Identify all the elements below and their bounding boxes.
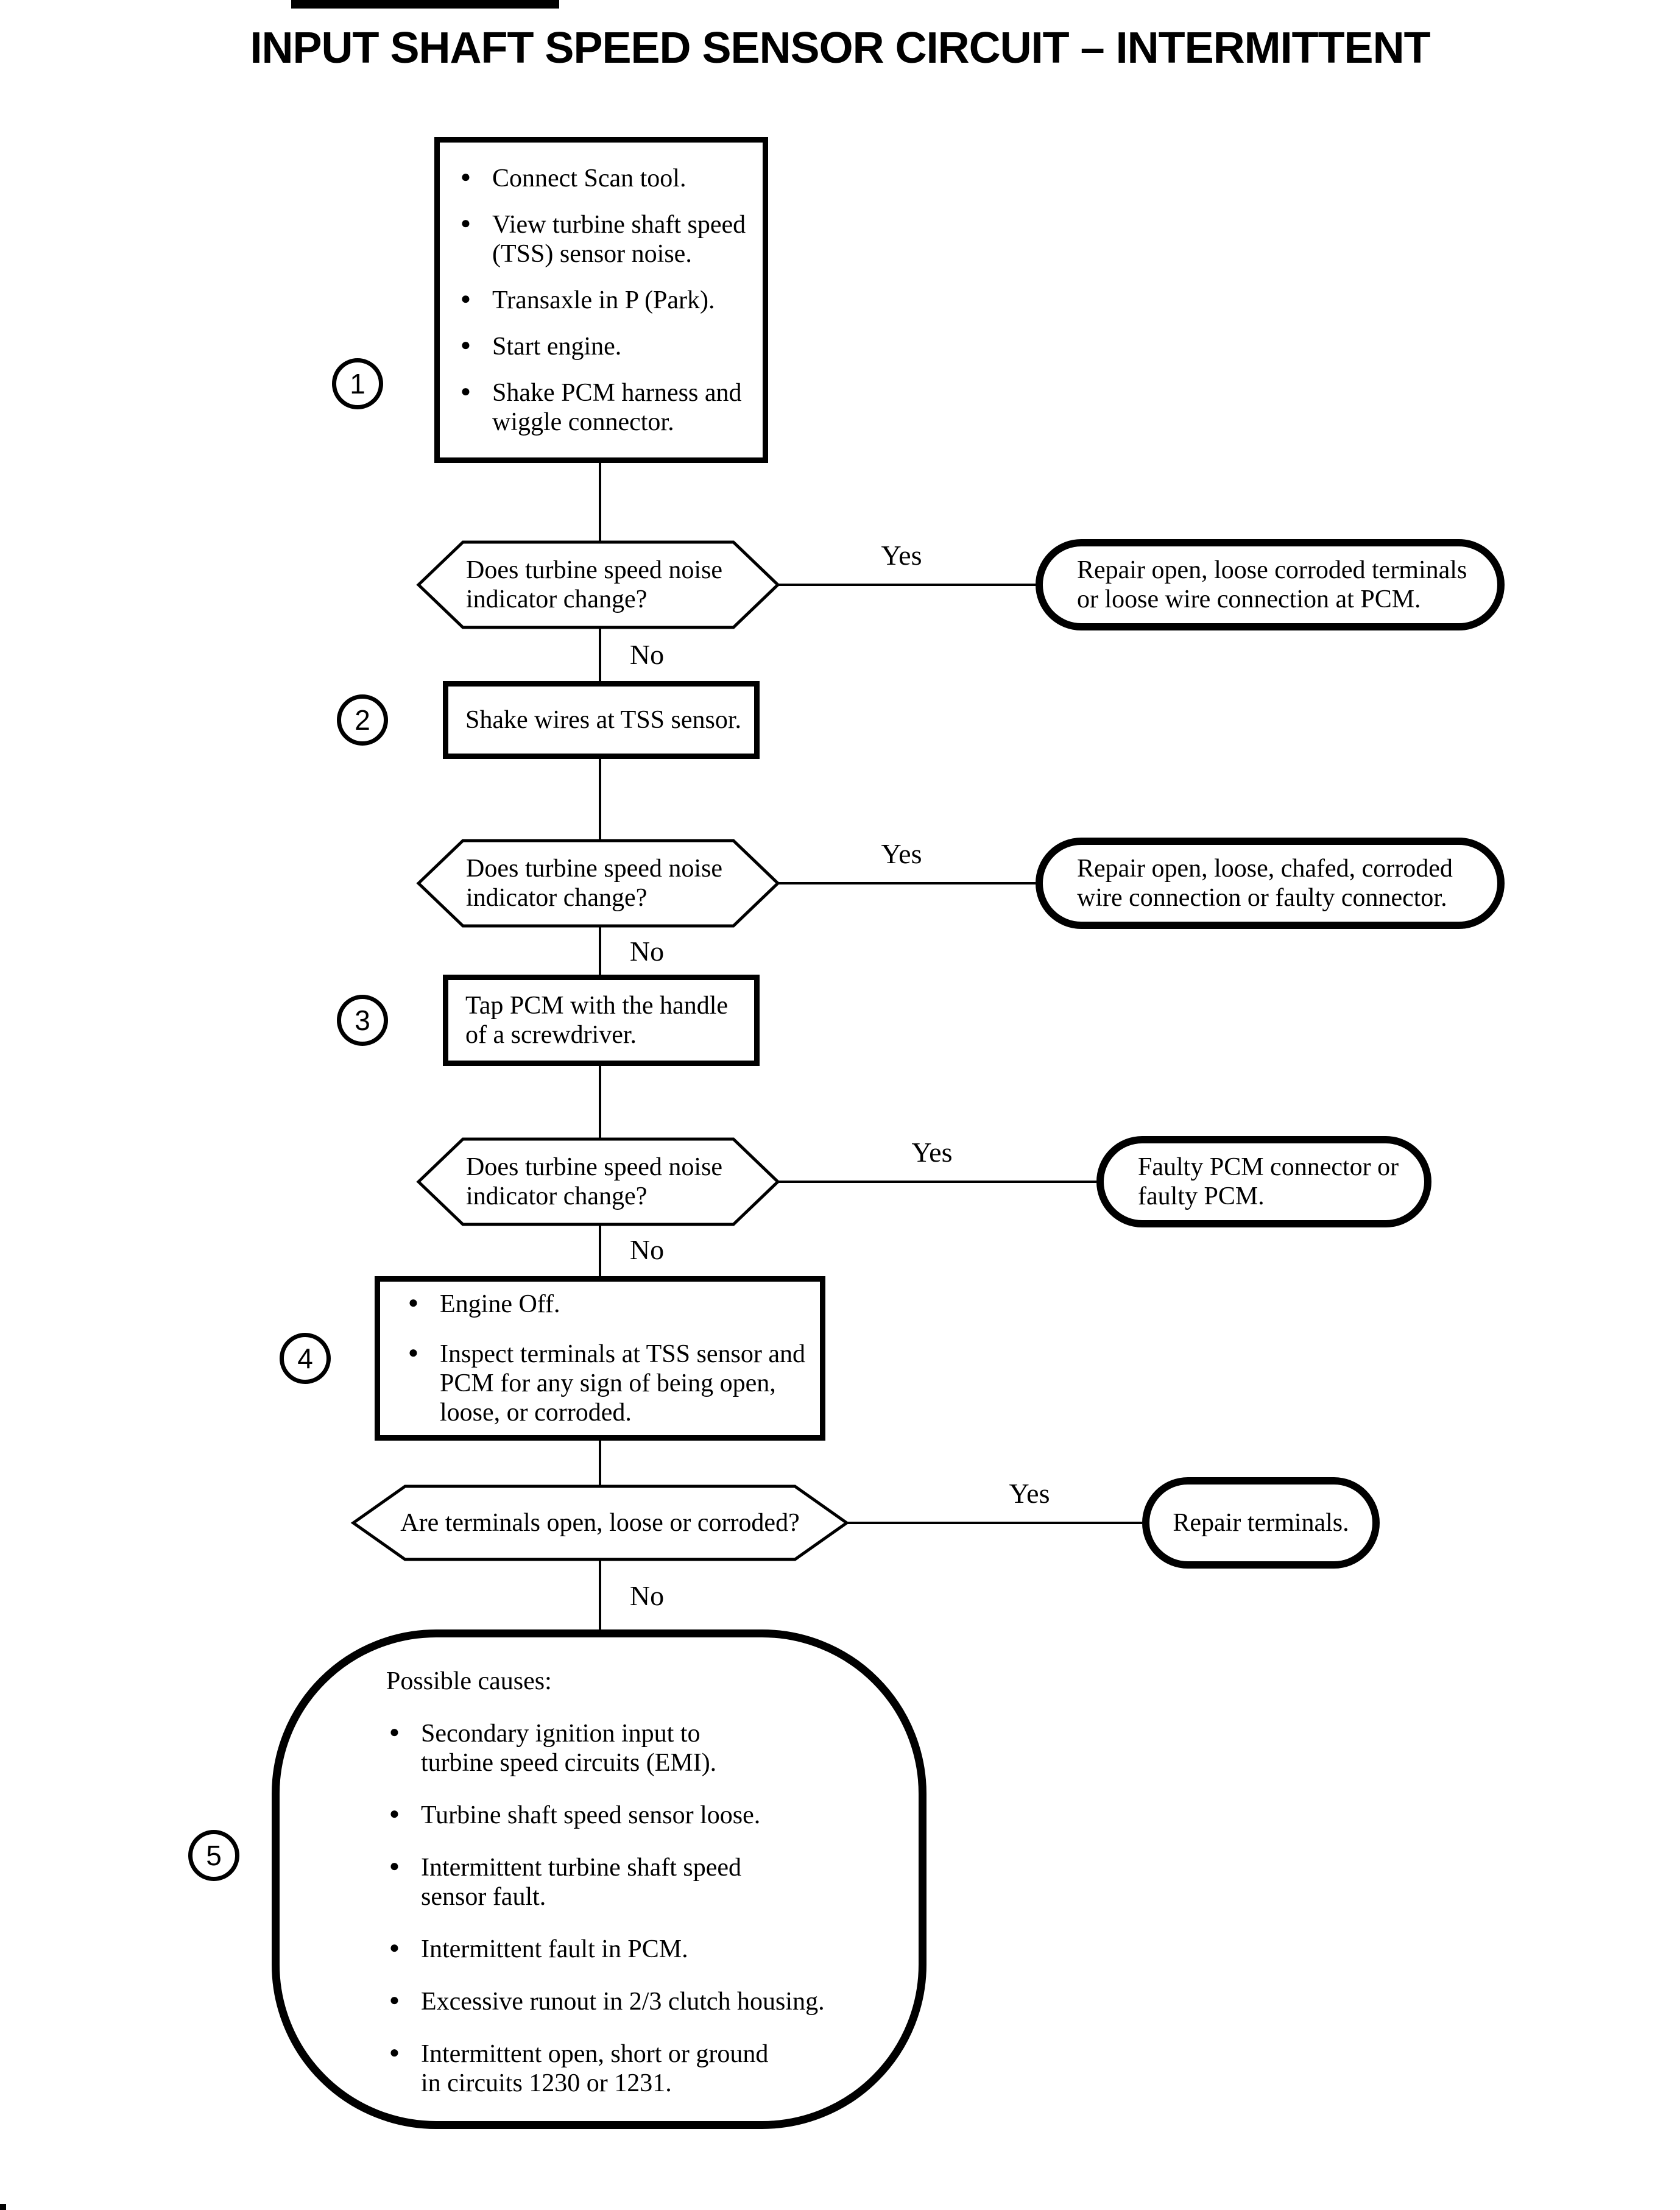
decision1-result-text: Repair open, loose corroded terminals or… [1077,556,1467,613]
step1-bullet-1: Connect Scan tool. [492,164,686,192]
list-item: Engine Off. [408,1290,817,1319]
list-item: Intermittent fault in PCM. [389,1935,888,1964]
decision2-hexagon [416,839,780,928]
decision4-hexagon [350,1485,850,1561]
possible-causes-heading: Possible causes: [386,1667,552,1695]
step1-bullet-4: Start engine. [492,332,622,361]
decision3-yes-label: Yes [911,1137,953,1168]
possible-causes-box: Possible causes: Secondary ignition inpu… [272,1629,926,2129]
decision3-result-box: Faulty PCM connector or faulty PCM. [1096,1136,1431,1227]
step1-bullet-3: Transaxle in P (Park). [492,286,715,314]
decision3-question-area: Does turbine speed noise indicator chang… [418,1139,778,1224]
decision4-result-box: Repair terminals. [1142,1477,1380,1569]
connector-lines [599,463,1142,1629]
step-number-3-label: 3 [355,1004,370,1036]
page-title: INPUT SHAFT SPEED SENSOR CIRCUIT – INTER… [250,24,1430,72]
list-item: Excessive runout in 2/3 clutch housing. [389,1987,888,2016]
step-number-5: 5 [188,1830,239,1881]
decision-hexagons [350,540,850,1561]
decision2-question-area: Does turbine speed noise indicator chang… [418,841,778,926]
step1-bullet-list: Connect Scan tool. View turbine shaft sp… [440,164,763,437]
decision2-yes-label: Yes [881,838,922,869]
step2-action-text: Shake wires at TSS sensor. [465,706,742,734]
possible-causes-list: Secondary ignition input to turbine spee… [386,1719,894,2098]
step1-action-box: Connect Scan tool. View turbine shaft sp… [434,137,768,463]
decision2-no-label: No [629,936,665,967]
step1-bullet-5: Shake PCM harness and wiggle connector. [492,378,742,436]
list-item: Inspect terminals at TSS sensor and PCM … [408,1340,817,1427]
decision1-result-box: Repair open, loose corroded terminals or… [1036,539,1505,630]
scan-artifact-top [291,0,559,9]
step4-action-box: Engine Off. Inspect terminals at TSS sen… [375,1276,825,1441]
decision1-yes-label: Yes [881,540,922,571]
decision2-result-box: Repair open, loose, chafed, corroded wir… [1036,838,1505,929]
list-item: Turbine shaft speed sensor loose. [389,1801,888,1830]
cause-bullet-5: Excessive runout in 2/3 clutch housing. [421,1988,825,2016]
scan-artifact-bottom [0,2204,6,2210]
decision3-no-label: No [629,1234,665,1265]
step4-bullet-1: Engine Off. [440,1290,560,1318]
cause-bullet-3: Intermittent turbine shaft speed sensor … [421,1854,742,1911]
step-number-4: 4 [280,1333,331,1384]
step-number-2-label: 2 [355,704,370,736]
decision4-question: Are terminals open, loose or corroded? [400,1509,800,1537]
step3-action-text: Tap PCM with the handle of a screwdriver… [465,992,729,1049]
list-item: View turbine shaft speed (TSS) sensor no… [461,210,757,269]
decision1-hexagon [416,540,780,629]
decision4-no-label: No [629,1580,665,1611]
decision4-question-area: Are terminals open, loose or corroded? [353,1486,847,1559]
step3-action-box: Tap PCM with the handle of a screwdriver… [443,975,760,1066]
decision1-question-area: Does turbine speed noise indicator chang… [418,542,778,627]
decision1-no-label: No [629,639,665,670]
step1-bullet-2: View turbine shaft speed (TSS) sensor no… [492,210,746,268]
step2-action-box: Shake wires at TSS sensor. [443,681,760,759]
list-item: Secondary ignition input to turbine spee… [389,1719,888,1778]
cause-bullet-6: Intermittent open, short or ground in ci… [421,2040,769,2097]
list-item: Shake PCM harness and wiggle connector. [461,378,757,437]
cause-bullet-1: Secondary ignition input to turbine spee… [421,1720,717,1777]
decision4-result-text: Repair terminals. [1173,1509,1349,1537]
list-item: Intermittent turbine shaft speed sensor … [389,1853,888,1912]
step-number-5-label: 5 [206,1840,222,1871]
step-number-3: 3 [337,995,388,1046]
step-number-1-label: 1 [350,368,365,400]
decision1-question: Does turbine speed noise indicator chang… [466,556,723,613]
decision3-question: Does turbine speed noise indicator chang… [466,1153,723,1210]
decision3-result-text: Faulty PCM connector or faulty PCM. [1138,1153,1399,1210]
cause-bullet-2: Turbine shaft speed sensor loose. [421,1801,761,1829]
list-item: Connect Scan tool. [461,164,757,193]
step-number-4-label: 4 [297,1343,313,1374]
decision2-result-text: Repair open, loose, chafed, corroded wir… [1077,855,1453,912]
decision4-yes-label: Yes [1009,1478,1050,1509]
step4-bullet-list: Engine Off. Inspect terminals at TSS sen… [392,1290,820,1427]
step4-bullet-2: Inspect terminals at TSS sensor and PCM … [440,1340,805,1427]
decision3-hexagon [416,1137,780,1226]
cause-bullet-4: Intermittent fault in PCM. [421,1935,688,1963]
step-number-1: 1 [332,358,383,409]
list-item: Transaxle in P (Park). [461,286,757,315]
decision2-question: Does turbine speed noise indicator chang… [466,855,723,912]
list-item: Intermittent open, short or ground in ci… [389,2039,888,2098]
step-number-2: 2 [337,694,388,746]
list-item: Start engine. [461,332,757,361]
